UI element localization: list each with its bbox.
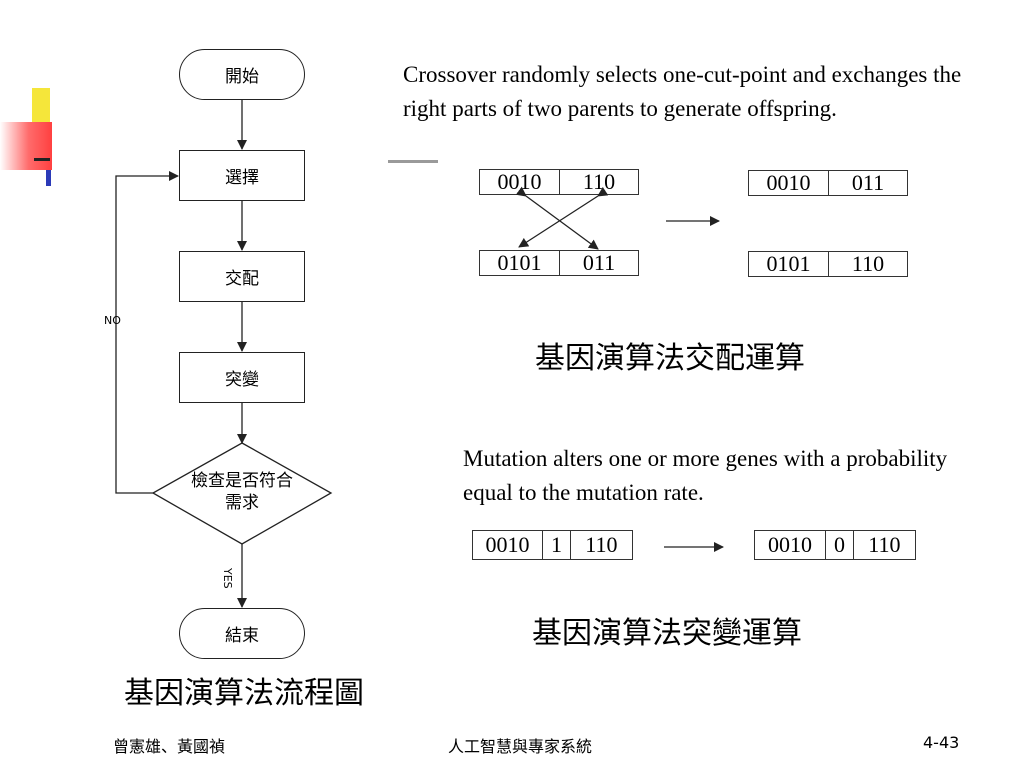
gene-segment: 0010 <box>485 532 530 557</box>
decorative-red-bar <box>0 122 52 170</box>
page-number: 4-43 <box>923 733 960 752</box>
start-node: 開始 <box>179 49 305 100</box>
mutated-gene: 0 <box>825 531 853 559</box>
mutation-before-chromosome: 0010 1 110 <box>472 530 633 560</box>
child1-chromosome: 0010 011 <box>748 170 908 196</box>
cross-arrow-down <box>515 186 599 250</box>
mutation-caption: 基因演算法突變運算 <box>532 616 802 651</box>
decorative-dark-line <box>34 158 50 161</box>
gene-segment: 0010 <box>768 532 813 557</box>
gene-segment: 110 <box>569 531 632 559</box>
parent2-chromosome: 0101 011 <box>479 250 639 276</box>
flowchart-caption: 基因演算法流程圖 <box>124 676 364 711</box>
crossover-description: Crossover randomly selects one-cut-point… <box>403 62 962 121</box>
crossover-caption: 基因演算法交配運算 <box>535 341 805 376</box>
check-line-2: 需求 <box>225 493 259 513</box>
footer-authors: 曾憲雄、黃國禎 <box>113 737 226 756</box>
check-node-text: 檢查是否符合 需求 <box>170 470 314 514</box>
gene-segment: 0010 <box>766 170 811 195</box>
select-node: 選擇 <box>179 150 305 201</box>
decorative-gray-line <box>388 160 438 163</box>
check-diamond <box>151 442 333 545</box>
end-node: 結束 <box>179 608 305 659</box>
mutation-description: Mutation alters one or more genes with a… <box>463 446 948 505</box>
gene-segment: 110 <box>828 251 907 276</box>
check-line-1: 檢查是否符合 <box>191 471 293 491</box>
mutated-gene: 1 <box>542 531 570 559</box>
no-label: NO <box>104 314 121 327</box>
mutation-after-chromosome: 0010 0 110 <box>754 530 916 560</box>
gene-segment: 011 <box>828 170 907 195</box>
child2-chromosome: 0101 110 <box>748 251 908 277</box>
gene-segment: 0101 <box>497 250 542 275</box>
decorative-blue-bar <box>46 170 51 186</box>
gene-segment: 0101 <box>766 251 811 276</box>
cross-arrow-up <box>518 186 609 248</box>
crossover-node: 交配 <box>179 251 305 302</box>
gene-segment: 011 <box>559 250 638 275</box>
mutation-node: 突變 <box>179 352 305 403</box>
arrow-no-loop <box>115 171 179 494</box>
gene-segment: 110 <box>852 531 915 559</box>
footer-course: 人工智慧與專家系統 <box>448 737 593 756</box>
